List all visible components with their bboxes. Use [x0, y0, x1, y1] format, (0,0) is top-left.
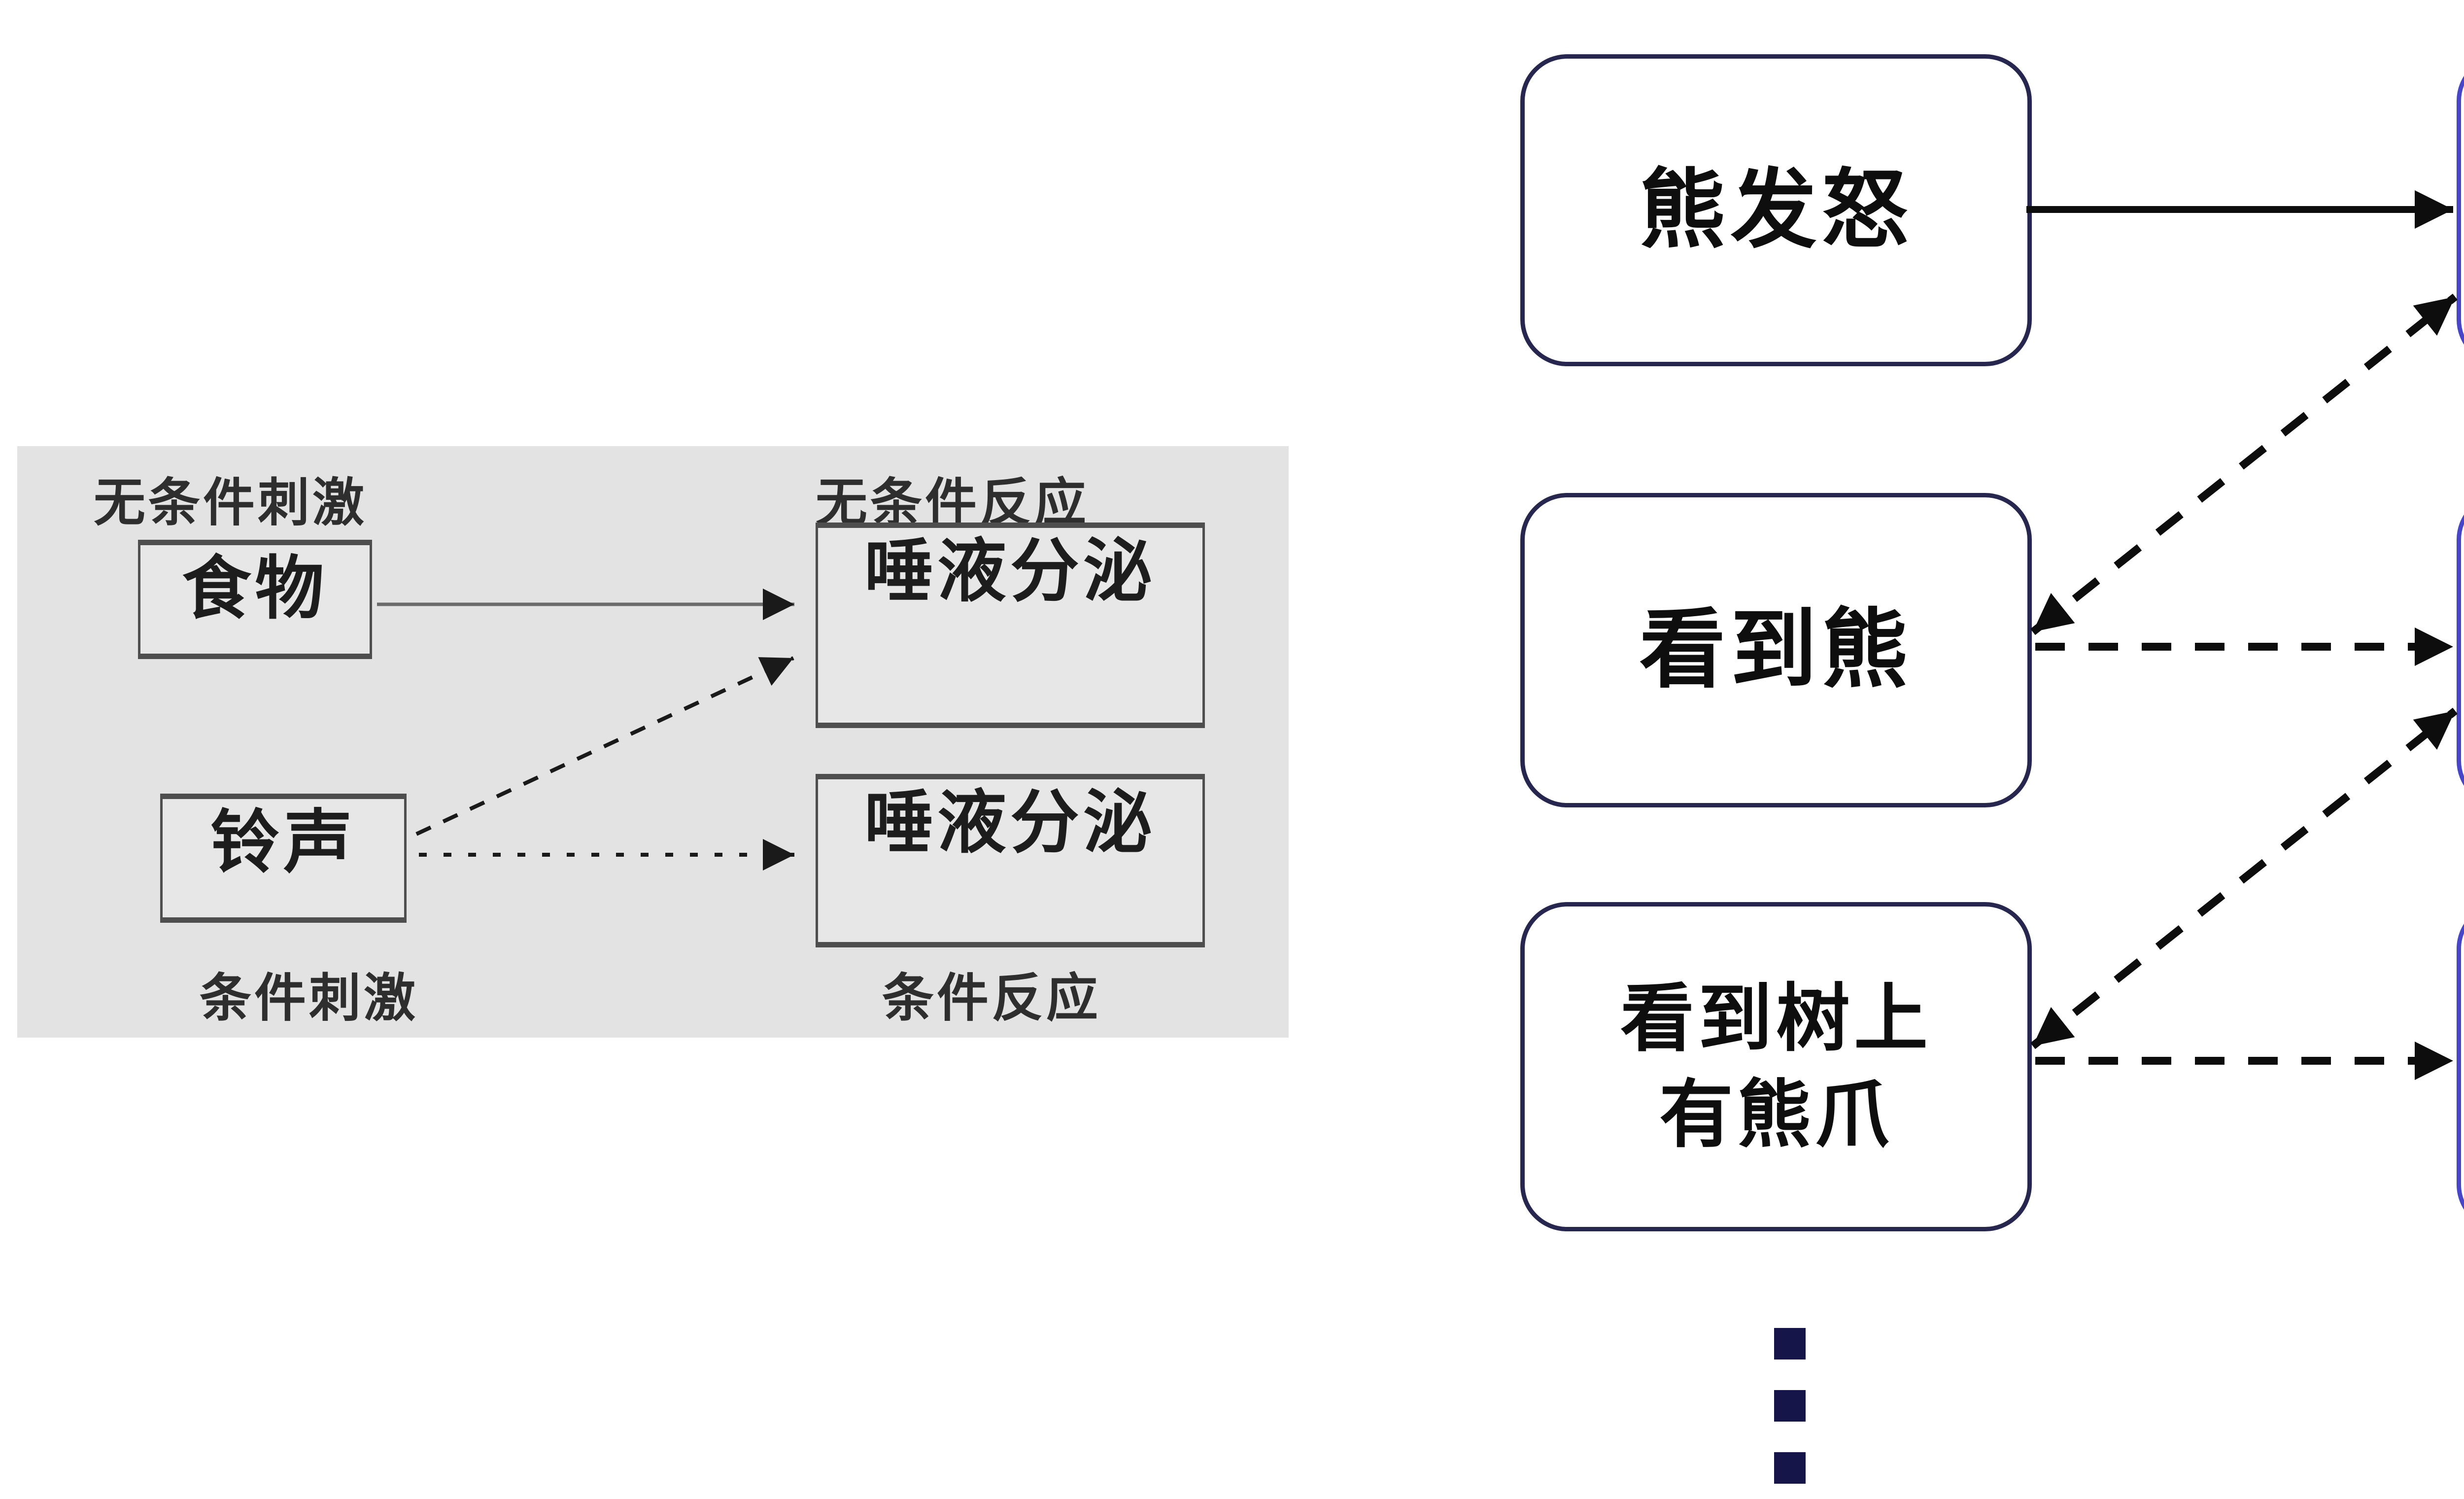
- saliva-bottom-box-label: 唾液分泌: [864, 784, 1156, 861]
- bell-box-label: 铃声: [210, 803, 356, 881]
- see-claws-line2: 有熊爪: [1659, 1073, 1893, 1156]
- saliva-bottom-box: 唾液分泌: [816, 774, 1205, 947]
- see-claws-line1: 看到树上: [1620, 977, 1932, 1060]
- bell-box: 铃声: [160, 794, 407, 923]
- classical-conditioning-panel: 无条件刺激 无条件反应 食物 唾液分泌 铃声 唾液分泌 条件刺激 条件反应: [17, 446, 1289, 1038]
- food-box-label: 食物: [182, 550, 328, 627]
- see-bear-box-label: 看到熊: [1639, 602, 1913, 698]
- see-bear-to-reward-dashed-arrow: [2030, 293, 2458, 635]
- ellipsis-square: [1774, 1390, 1806, 1422]
- bell-to-saliva-top-dashed-arrow: [415, 656, 794, 836]
- food-box: 食物: [138, 540, 372, 659]
- ellipsis-square: [1774, 1328, 1806, 1360]
- unconditioned-stimulus-label: 无条件刺激: [94, 474, 368, 532]
- unconditioned-response-label: 无条件反应: [816, 474, 1090, 532]
- bear-rage-box: 熊发怒: [1520, 54, 2032, 366]
- conditioned-stimulus-label: 条件刺激: [200, 970, 419, 1027]
- ellipsis-square: [1774, 1452, 1806, 1484]
- saliva-top-box: 唾液分泌: [816, 523, 1205, 728]
- see-claws-box-label: 看到树上 有熊爪: [1620, 971, 1932, 1163]
- see-claws-box: 看到树上 有熊爪: [1520, 902, 2032, 1231]
- conditioned-response-label: 条件反应: [882, 970, 1101, 1027]
- see-bear-box: 看到熊: [1520, 493, 2032, 807]
- saliva-top-box-label: 唾液分泌: [864, 532, 1156, 610]
- bear-rage-box-label: 熊发怒: [1639, 162, 1913, 258]
- see-claws-to-next-value-dashed-arrow: [2030, 707, 2458, 1049]
